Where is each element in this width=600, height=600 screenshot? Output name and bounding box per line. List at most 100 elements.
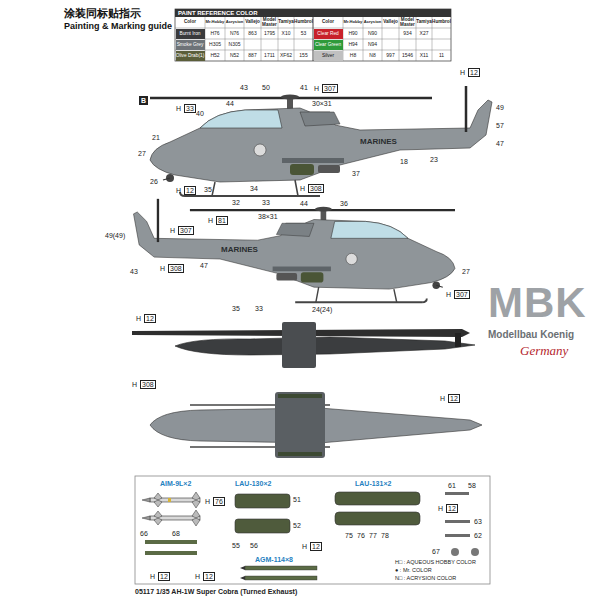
color-swatch: Silver <box>314 51 343 61</box>
missile-fins <box>154 493 162 507</box>
paint-code-prefix: H <box>176 104 181 113</box>
color-key-note: H□ : AQUEOUS HOBBY COLOR <box>395 560 476 566</box>
table-cell: X11 <box>416 50 432 61</box>
callout-number: 24(24) <box>312 306 332 313</box>
paint-table-frame <box>175 9 451 61</box>
callout-number: 34 <box>250 185 258 192</box>
table-cell: 1795 <box>261 28 278 39</box>
paint-code-number: 308 <box>168 264 184 273</box>
weapon-title: LAU-131×2 <box>355 480 391 487</box>
callout-number: 57 <box>496 122 504 129</box>
missile-nose <box>240 576 245 580</box>
paint-code-number: 12 <box>144 314 156 323</box>
paint-code-number: 12 <box>184 186 196 195</box>
paint-code-number: 12 <box>158 572 170 581</box>
table-header: Mr.Hobby <box>343 17 363 28</box>
table-cell: H8 <box>343 50 363 61</box>
table-cell: H52 <box>205 50 225 61</box>
table-cell: 53 <box>294 28 313 39</box>
fuselage-marking: MARINES <box>360 138 397 146</box>
paint-code-prefix: H <box>440 394 445 403</box>
aim-9l-missile <box>142 492 200 508</box>
table-header: Model Master <box>399 17 416 28</box>
paint-code-prefix: H <box>314 84 319 93</box>
callout-number: 47 <box>200 262 208 269</box>
callout-number: 23 <box>430 156 438 163</box>
weapon-title: LAU-130×2 <box>235 480 271 487</box>
table-header: Vallejo <box>382 17 399 28</box>
callout-number: 44 <box>300 200 308 207</box>
color-swatch: Clear Red <box>314 29 343 39</box>
callout-number: 35 <box>232 305 240 312</box>
table-header: Tamiya <box>278 17 294 28</box>
callout-number: 37 <box>352 170 360 177</box>
fuselage-marking: MARINES <box>221 246 258 254</box>
callout-number: 62 <box>474 532 482 539</box>
lau-131-pod <box>335 512 420 525</box>
table-cell: X10 <box>278 28 294 39</box>
callout-number: 18 <box>400 158 408 165</box>
paint-code-number: 76 <box>213 497 225 506</box>
table-cell: 997 <box>382 50 399 61</box>
callout-number: 61 <box>448 482 456 489</box>
paint-code-prefix: H <box>132 380 137 389</box>
callout-number: 67 <box>432 548 440 555</box>
missile-fins <box>192 492 200 508</box>
paint-table-bar <box>175 9 451 17</box>
aim-9l-missile <box>142 510 200 526</box>
callout-number: 49 <box>496 104 504 111</box>
paint-code-prefix: H <box>195 572 200 581</box>
small-part <box>451 548 459 556</box>
table-cell: 1546 <box>399 50 416 61</box>
callout-number: 32 <box>232 199 240 206</box>
small-part <box>471 548 479 556</box>
callout-number: 49(49) <box>105 232 125 239</box>
table-cell: XF62 <box>278 50 294 61</box>
paint-code-prefix: H <box>460 68 465 77</box>
paint-code-prefix: H <box>446 290 451 299</box>
missile-band <box>168 498 171 502</box>
callout-number: 75 <box>345 532 353 539</box>
paint-code-number: 307 <box>322 84 338 93</box>
missile-nose <box>240 566 245 570</box>
table-cell: N52 <box>225 50 244 61</box>
paint-code-number: 307 <box>178 226 194 235</box>
bottom-missile <box>278 452 322 456</box>
kit-footer: 05117 1/35 AH-1W Super Cobra (Turned Exh… <box>135 588 297 595</box>
side-view-left <box>150 86 492 196</box>
top-tail-fin <box>455 333 461 347</box>
missile-nose <box>142 516 150 520</box>
weapon-title: AGM-114×8 <box>255 556 293 563</box>
small-part <box>445 492 469 495</box>
paint-code-prefix: H <box>170 226 175 235</box>
color-swatch: Clear Green <box>314 40 343 50</box>
table-header: Model Master <box>261 17 278 28</box>
paint-code-prefix: H <box>438 504 443 513</box>
callout-number: 52 <box>293 522 301 529</box>
paint-code-number: 12 <box>203 572 215 581</box>
table-header: Humbrol <box>432 17 451 28</box>
paint-code-number: 307 <box>454 290 470 299</box>
color-name: Olive Drab(1) <box>176 53 205 58</box>
color-name: Silver <box>322 53 334 58</box>
table-cell: 11 <box>432 50 451 61</box>
color-key-note: N□ : ACRYSION COLOR <box>395 576 456 582</box>
table-header: Mr.Hobby <box>205 17 225 28</box>
callout-number: 56 <box>250 542 258 549</box>
missile-fins <box>154 511 162 525</box>
paint-code-prefix: H <box>136 314 141 323</box>
bottom-missile <box>278 394 322 398</box>
callout-number: 27 <box>138 150 146 157</box>
callout-number: 27 <box>462 268 470 275</box>
callout-number: 68 <box>172 530 180 537</box>
paint-table-grid <box>175 17 451 61</box>
paint-code-number: 308 <box>140 380 156 389</box>
guide-title: Painting & Marking guide <box>64 22 172 31</box>
callout-number: 44 <box>226 100 234 107</box>
side-view-right <box>134 199 455 302</box>
table-cell: N76 <box>225 28 244 39</box>
paint-code-prefix: H <box>205 497 210 506</box>
chinese-title: 涂装同标贴指示 <box>64 8 141 19</box>
paint-code-number: 308 <box>308 184 324 193</box>
callout-number: 21 <box>152 134 160 141</box>
